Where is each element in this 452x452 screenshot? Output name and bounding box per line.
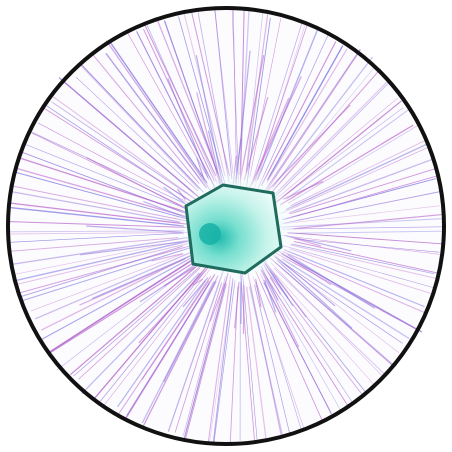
core-dot xyxy=(199,223,221,245)
